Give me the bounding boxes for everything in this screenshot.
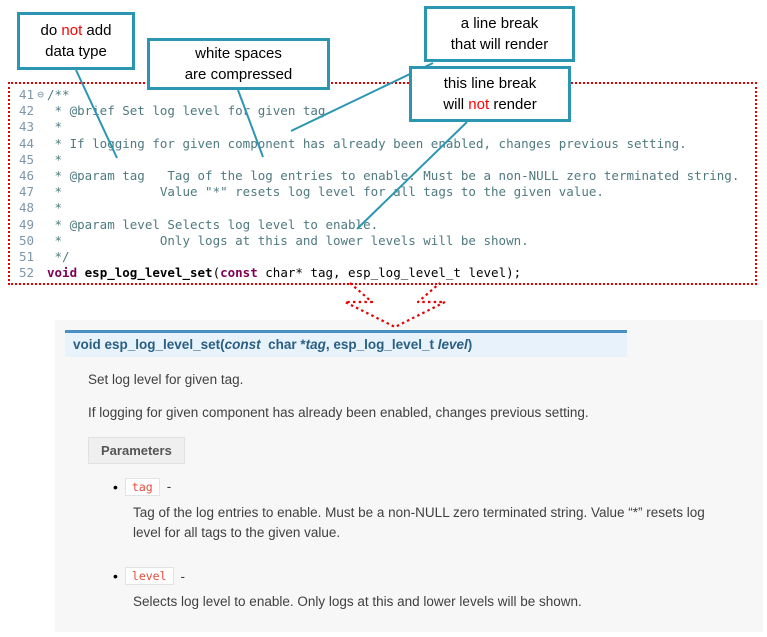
code-line-43: 43 * xyxy=(10,119,755,135)
callout-text-line: a line break xyxy=(460,15,539,32)
param-separator: - xyxy=(166,479,172,495)
line-number: 46 xyxy=(18,167,34,183)
fold-gutter-spacer xyxy=(34,152,47,168)
fold-gutter-spacer xyxy=(34,233,47,249)
param-name-chip: tag xyxy=(124,477,160,496)
line-number: 51 xyxy=(18,248,34,264)
line-number: 48 xyxy=(18,200,34,216)
callout-text-line: that will render xyxy=(450,36,549,53)
line-number: 42 xyxy=(18,103,34,119)
fold-gutter-spacer xyxy=(34,217,47,233)
line-number: 41 xyxy=(18,87,34,102)
code-text: * @param level Selects log level to enab… xyxy=(47,216,379,232)
fold-gutter-spacer xyxy=(34,249,47,265)
code-line-44: 44 * If logging for given component has … xyxy=(10,136,755,152)
line-number: 50 xyxy=(18,232,34,248)
line-number: 47 xyxy=(18,184,34,200)
callout-text-line: will not render xyxy=(443,96,537,113)
fold-gutter-spacer xyxy=(34,119,47,135)
callout-linebreak-renders: a line break that will render xyxy=(424,6,575,62)
code-text: * Only logs at this and lower levels wil… xyxy=(47,232,529,248)
line-number: 45 xyxy=(18,151,34,167)
code-lines: 41⊖/**42 * @brief Set log level for give… xyxy=(10,87,755,281)
fold-gutter-spacer xyxy=(34,168,47,184)
param-name-chip: level xyxy=(124,567,174,586)
callout-text-line: do not add xyxy=(40,22,112,39)
docs-brief: Set log level for given tag. xyxy=(88,372,244,387)
line-number: 49 xyxy=(18,216,34,232)
callout-no-datatype: do not add data type xyxy=(17,12,135,70)
code-line-49: 49 * @param level Selects log level to e… xyxy=(10,217,755,233)
code-text: void esp_log_level_set(const char* tag, … xyxy=(47,265,522,281)
fold-toggle-icon[interactable]: ⊖ xyxy=(37,88,44,101)
code-text: */ xyxy=(47,248,70,264)
parameter-item: • level - Selects log level to enable. Onl… xyxy=(113,567,763,612)
callout-text-line: are compressed xyxy=(184,66,293,83)
callout-whitespace-compressed: white spaces are compressed xyxy=(147,38,330,90)
code-text: * xyxy=(47,151,63,167)
fold-gutter-spacer xyxy=(34,136,47,152)
parameters-list: • tag - Tag of the log entries to enable. … xyxy=(113,477,763,613)
fold-gutter-spacer xyxy=(34,184,47,200)
code-line-51: 51 */ xyxy=(10,249,755,265)
line-number: 44 xyxy=(18,135,34,151)
code-line-41: 41⊖/** xyxy=(10,87,755,103)
callout-text-line: data type xyxy=(45,43,107,60)
bullet-icon: • xyxy=(113,568,118,585)
code-line-46: 46 * @param tag Tag of the log entries t… xyxy=(10,168,755,184)
code-line-48: 48 * xyxy=(10,200,755,216)
bullet-icon: • xyxy=(113,478,118,495)
code-text: * Value "*" resets log level for all tag… xyxy=(47,184,604,200)
code-text: * @brief Set log level for given tag xyxy=(47,103,326,119)
fold-gutter-spacer xyxy=(34,200,47,216)
param-separator: - xyxy=(180,568,186,584)
code-text: * xyxy=(47,200,63,216)
param-description: Selects log level to enable. Only logs a… xyxy=(133,594,582,610)
fold-gutter-spacer xyxy=(34,265,47,281)
rendered-docs-panel: void esp_log_level_set(const char *tag, … xyxy=(55,320,763,632)
code-line-52: 52 void esp_log_level_set(const char* tag… xyxy=(10,265,755,281)
code-line-47: 47 * Value "*" resets log level for all … xyxy=(10,184,755,200)
code-text: * @param tag Tag of the log entries to e… xyxy=(47,167,740,183)
parameters-header: Parameters xyxy=(88,436,185,464)
code-line-50: 50 * Only logs at this and lower levels … xyxy=(10,233,755,249)
callout-linebreak-not-render: this line break will not render xyxy=(409,66,571,122)
callout-text-line: this line break xyxy=(443,75,537,92)
fold-gutter-spacer xyxy=(34,103,47,119)
line-number: 43 xyxy=(18,119,34,135)
line-number: 52 xyxy=(18,265,34,281)
parameter-item: • tag - Tag of the log entries to enable. … xyxy=(113,477,763,544)
code-text: * xyxy=(47,119,63,135)
param-description: Tag of the log entries to enable. Must b… xyxy=(133,504,705,541)
docs-description: If logging for given component has alrea… xyxy=(88,404,589,420)
code-text: * If logging for given component has alr… xyxy=(47,135,687,151)
code-text: /** xyxy=(47,87,70,102)
code-editor-panel: 41⊖/**42 * @brief Set log level for give… xyxy=(8,82,757,285)
code-line-42: 42 * @brief Set log level for given tag xyxy=(10,103,755,119)
function-signature: void esp_log_level_set(const char *tag, … xyxy=(65,330,627,357)
callout-text-line: white spaces xyxy=(195,45,282,62)
code-line-45: 45 * xyxy=(10,152,755,168)
